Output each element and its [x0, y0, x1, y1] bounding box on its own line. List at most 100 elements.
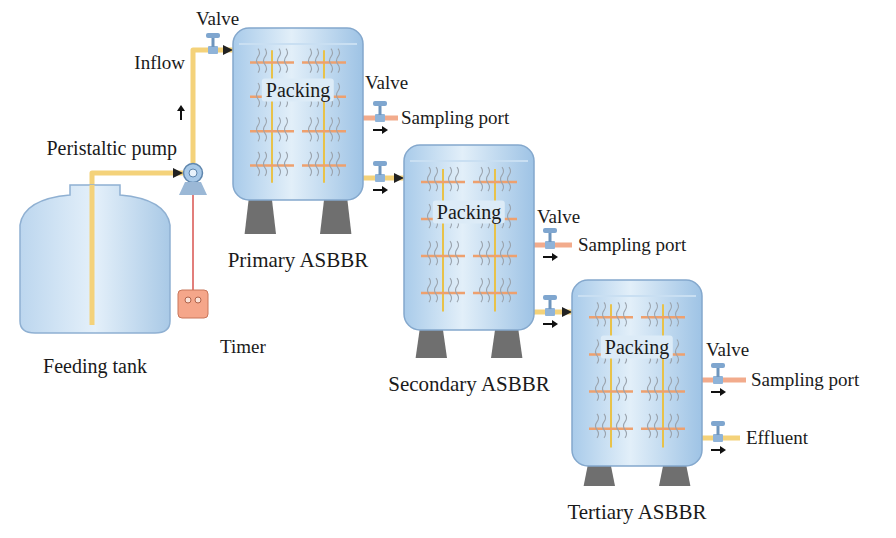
flow-arrow [711, 449, 721, 451]
biofilm [278, 49, 281, 73]
biofilm [501, 241, 504, 265]
timer-knob [195, 297, 201, 303]
reactor-outline [233, 28, 363, 200]
biofilm [257, 117, 260, 141]
biofilm [428, 241, 431, 265]
pump-node: Peristaltic pump [183, 163, 203, 183]
packing-rod [610, 304, 612, 447]
biofilm [428, 167, 431, 191]
biofilm [501, 167, 504, 191]
packing-label: Packing [262, 78, 334, 101]
valve-handle [711, 421, 725, 426]
water-level [410, 160, 528, 162]
biofilm [617, 302, 620, 326]
reactor-node: PackingSecondary ASBBR [404, 145, 534, 330]
reactor-name: Secondary ASBBR [388, 372, 550, 396]
reactor-node: PackingPrimary ASBBR [233, 28, 363, 200]
biofilm [487, 278, 490, 302]
timer-box [178, 290, 208, 318]
biofilm [309, 152, 312, 176]
flow-arrow-head [720, 388, 726, 396]
biofilm [480, 278, 483, 302]
packing-label: Packing [433, 200, 505, 223]
packing-rod [442, 169, 444, 311]
biofilm [508, 204, 511, 228]
biofilm [669, 414, 672, 438]
biofilm [449, 241, 452, 265]
water-level [239, 43, 357, 45]
biofilm [278, 117, 281, 141]
reactor-name: Tertiary ASBBR [567, 500, 706, 524]
valve-body [545, 241, 555, 249]
valve-stem [717, 367, 720, 377]
biofilm [428, 204, 431, 228]
valve-body [713, 434, 723, 442]
biofilm [617, 414, 620, 438]
flow-arrow-head [720, 446, 726, 454]
biofilm [285, 49, 288, 73]
biofilm [655, 414, 658, 438]
part-label: Sampling port [401, 107, 509, 129]
reactor-vessel [572, 280, 702, 466]
reactor-leg [416, 330, 447, 358]
reactor-leg [320, 200, 351, 234]
flow-arrow [180, 110, 182, 120]
edge-label: Inflow [134, 52, 185, 74]
biofilm [508, 278, 511, 302]
reactor-node: PackingTertiary ASBBR [572, 280, 702, 466]
biofilm [435, 167, 438, 191]
flow-arrow-head [177, 105, 185, 111]
biofilm [456, 241, 459, 265]
biofilm [480, 167, 483, 191]
reactor-leg [245, 200, 276, 234]
valve-stem [212, 37, 215, 47]
biofilm [596, 302, 599, 326]
valve-stem [549, 232, 552, 242]
biofilm [285, 117, 288, 141]
valve-stem [379, 165, 382, 175]
biofilm [337, 117, 340, 141]
biofilm [648, 414, 651, 438]
biofilm [435, 241, 438, 265]
biofilm [264, 152, 267, 176]
biofilm [285, 152, 288, 176]
biofilm [456, 167, 459, 191]
biofilm [603, 302, 606, 326]
node-label: Peristaltic pump [46, 137, 177, 160]
biofilm [508, 167, 511, 191]
part-label: Sampling port [578, 234, 686, 256]
biofilm [648, 302, 651, 326]
flow-arrow-head [382, 126, 388, 134]
biofilm [428, 278, 431, 302]
biofilm [487, 241, 490, 265]
biofilm [603, 377, 606, 401]
part-label: Valve [196, 8, 239, 30]
biofilm [309, 117, 312, 141]
valve-handle [206, 33, 220, 38]
reactor-outline [404, 145, 534, 330]
biofilm [487, 167, 490, 191]
biofilm [596, 340, 599, 364]
biofilm [501, 278, 504, 302]
part-label: Effluent [746, 427, 808, 449]
valve-body [545, 308, 555, 316]
biofilm [449, 278, 452, 302]
reactor-leg [659, 466, 690, 486]
valve-handle [373, 161, 387, 166]
packing-label: Packing [601, 335, 673, 358]
node-label: Timer [220, 336, 266, 358]
biofilm [330, 152, 333, 176]
valve-body [208, 46, 218, 54]
biofilm [337, 83, 340, 107]
node-label: Feeding tank [43, 355, 147, 378]
biofilm [676, 414, 679, 438]
packing-rod [323, 50, 325, 182]
valve-handle [543, 228, 557, 233]
biofilm [435, 278, 438, 302]
water-level [578, 295, 696, 297]
biofilm [316, 152, 319, 176]
biofilm [480, 241, 483, 265]
biofilm [257, 152, 260, 176]
flow-arrow [373, 129, 383, 131]
biofilm [676, 377, 679, 401]
